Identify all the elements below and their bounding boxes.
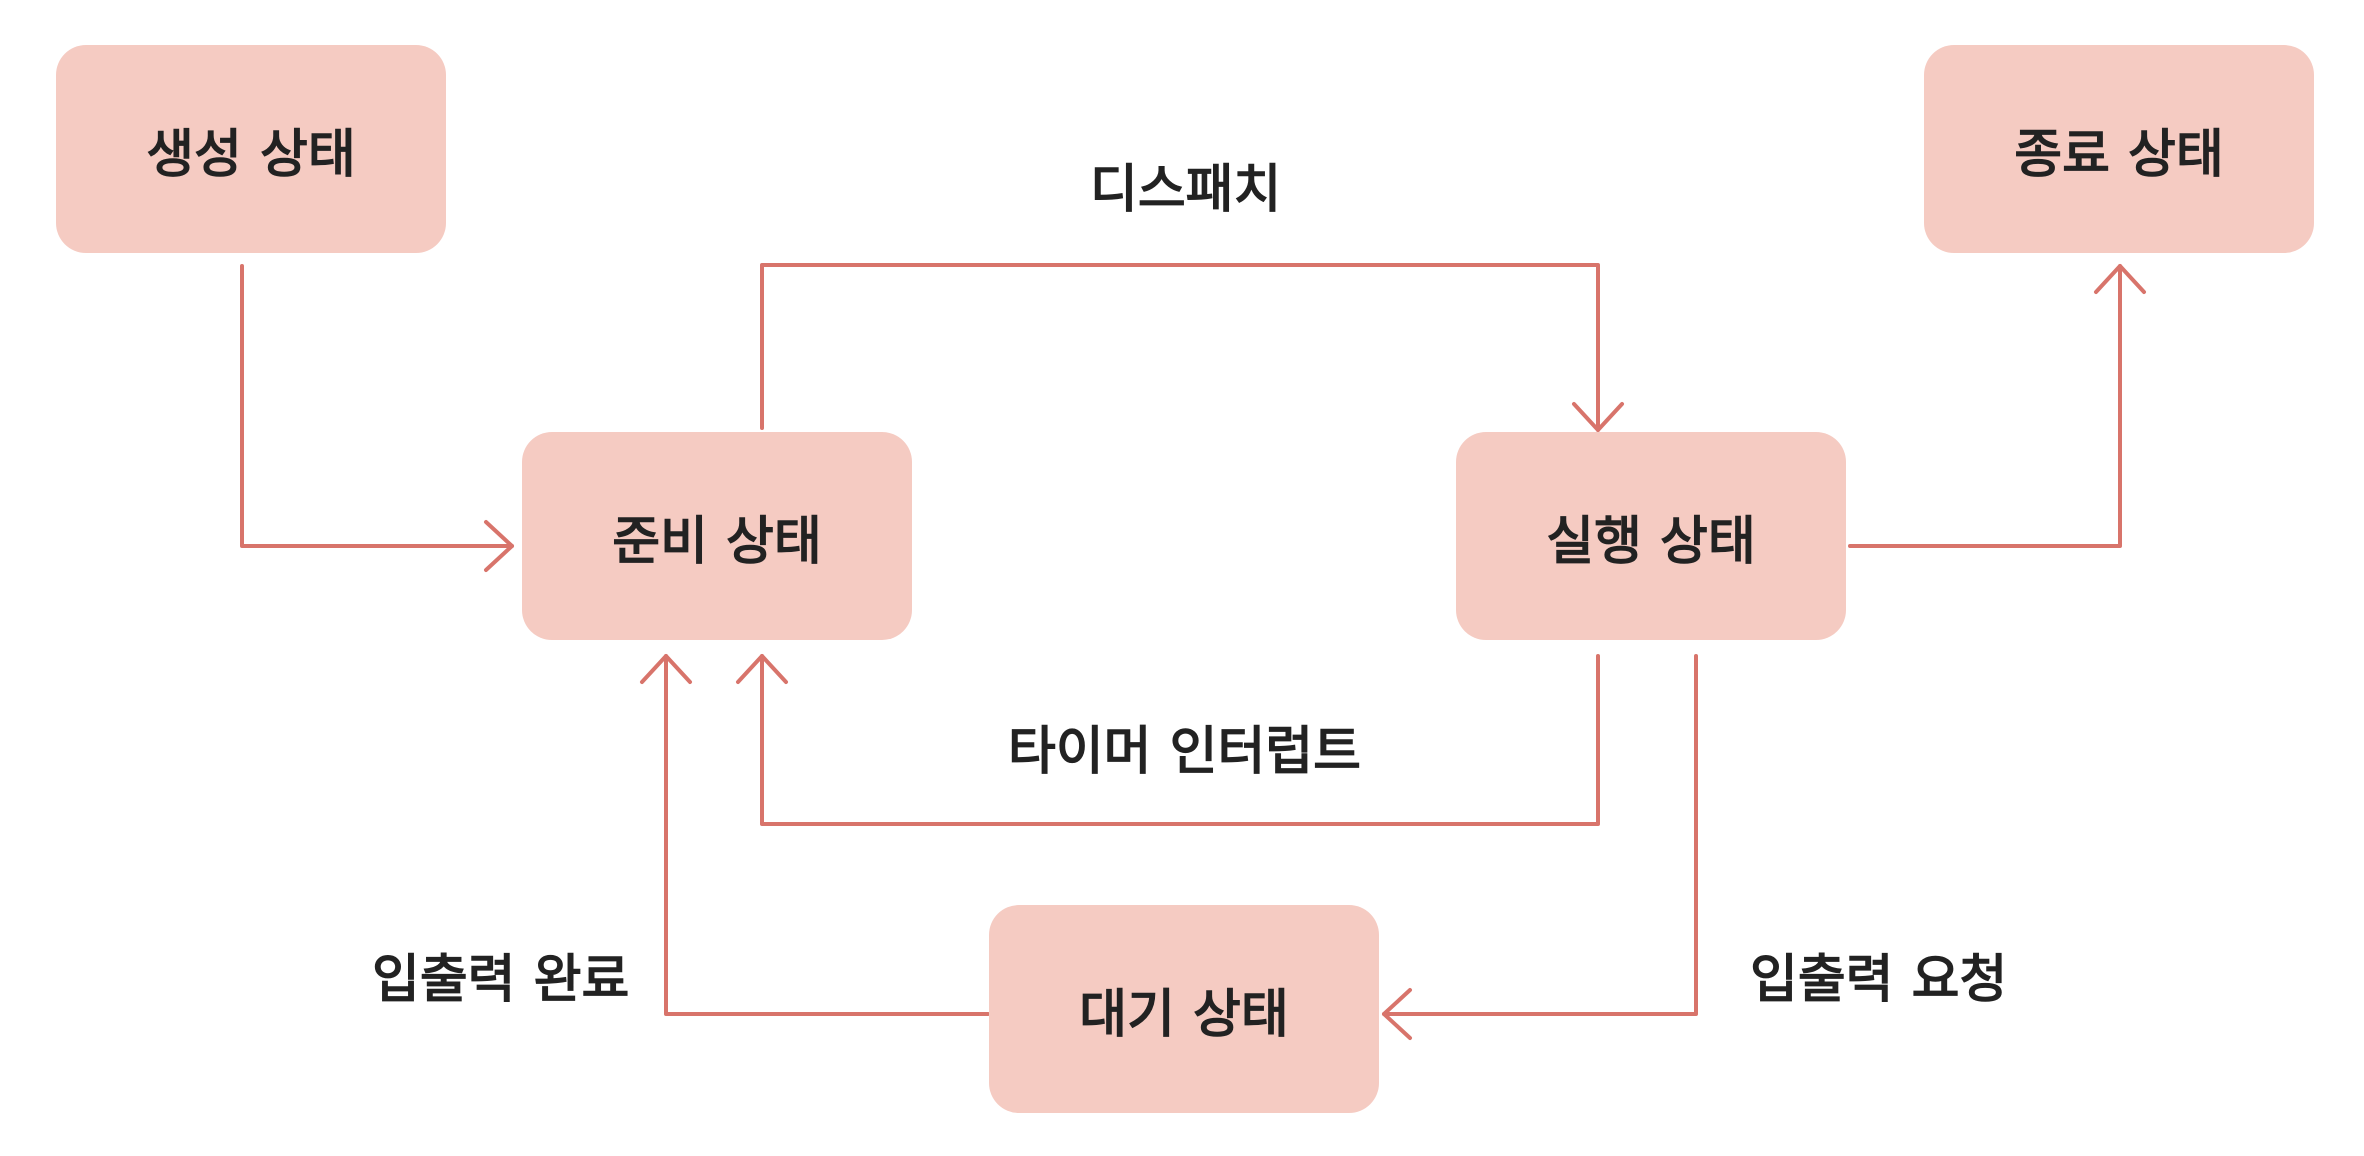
- arrow-dispatch: [760, 263, 1600, 432]
- node-ready-state-label: 준비 상태: [612, 511, 822, 572]
- node-running-state-label: 실행 상태: [1546, 511, 1756, 572]
- arrow-timer-interrupt: [760, 654, 1600, 826]
- arrowhead-io-request: [1382, 988, 1412, 1040]
- label-dispatch: 디스패치: [1090, 160, 1282, 220]
- node-waiting-state: 대기 상태: [989, 905, 1379, 1113]
- arrowhead-running-to-terminated: [2094, 264, 2146, 294]
- label-io-request: 입출력 요청: [1750, 950, 2008, 1010]
- arrow-io-complete: [664, 654, 990, 1016]
- node-running-state: 실행 상태: [1456, 432, 1846, 640]
- label-io-complete: 입출력 완료: [372, 950, 630, 1010]
- arrow-new-to-ready: [240, 264, 514, 548]
- arrow-running-to-terminated: [1848, 264, 2122, 548]
- node-ready-state: 준비 상태: [522, 432, 912, 640]
- arrow-io-request: [1382, 654, 1698, 1016]
- arrowhead-new-to-ready: [484, 520, 514, 572]
- node-terminated-state: 종료 상태: [1924, 45, 2314, 253]
- arrowhead-timer-interrupt: [736, 654, 788, 684]
- node-new-state-label: 생성 상태: [146, 124, 356, 185]
- arrowhead-dispatch: [1572, 402, 1624, 432]
- label-timer-interrupt: 타이머 인터럽트: [1008, 722, 1361, 782]
- node-waiting-state-label: 대기 상태: [1079, 984, 1289, 1045]
- node-new-state: 생성 상태: [56, 45, 446, 253]
- arrowhead-io-complete: [640, 654, 692, 684]
- node-terminated-state-label: 종료 상태: [2014, 124, 2224, 185]
